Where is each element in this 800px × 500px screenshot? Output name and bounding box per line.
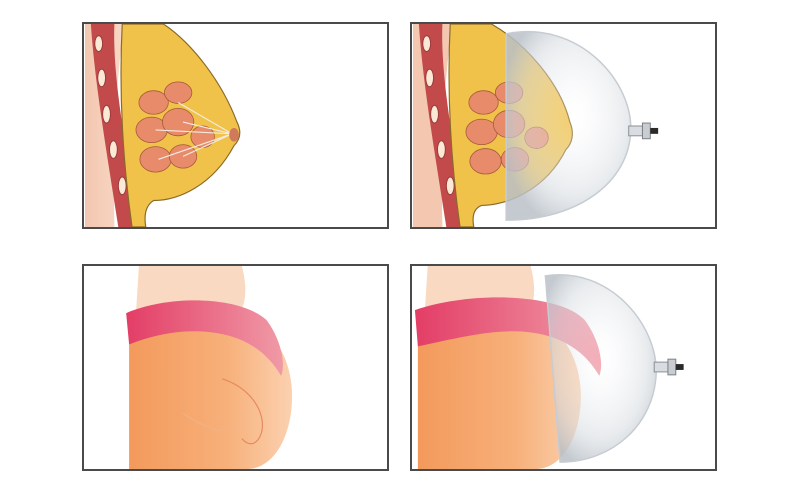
rib xyxy=(445,176,455,196)
rib xyxy=(102,104,111,124)
duct xyxy=(182,133,233,157)
pink-band xyxy=(126,300,283,376)
rib xyxy=(97,68,107,88)
breast-anatomy-illustration xyxy=(84,24,241,227)
nipple xyxy=(229,127,239,142)
buttocks-illustration xyxy=(126,266,293,469)
duct xyxy=(155,129,233,135)
breast-anatomy-panel xyxy=(82,22,389,229)
breast-with-cup-illustration xyxy=(412,24,659,227)
gluteal-fold xyxy=(222,378,263,445)
buttock-body xyxy=(417,308,581,469)
rib xyxy=(430,104,439,124)
gland-lobe xyxy=(468,90,499,115)
vacuum-cup xyxy=(505,31,632,221)
buttocks-panel xyxy=(82,264,389,471)
duct xyxy=(177,101,233,135)
rib xyxy=(94,35,104,52)
buttock-body xyxy=(129,308,293,469)
cup-valve-icon xyxy=(628,122,659,140)
vacuum-cup xyxy=(544,273,657,463)
breast-with-cup-panel xyxy=(410,22,717,229)
duct xyxy=(182,121,233,135)
cup-valve-icon xyxy=(653,358,684,376)
duct xyxy=(158,133,233,160)
buttocks-with-cup-illustration xyxy=(414,266,684,469)
lower-back xyxy=(135,266,246,314)
rib xyxy=(108,140,118,159)
gland-lobe xyxy=(164,81,193,104)
rib xyxy=(425,68,435,88)
rib xyxy=(436,140,446,159)
gland-lobe xyxy=(139,146,172,173)
skin-line xyxy=(182,412,233,432)
gland-lobe xyxy=(162,107,195,137)
rib xyxy=(422,35,432,52)
gland-lobe xyxy=(469,148,502,175)
buttocks-with-cup-panel xyxy=(410,264,717,471)
gland-lobe xyxy=(465,118,498,146)
gland-lobe xyxy=(138,90,169,115)
rib xyxy=(117,176,127,196)
